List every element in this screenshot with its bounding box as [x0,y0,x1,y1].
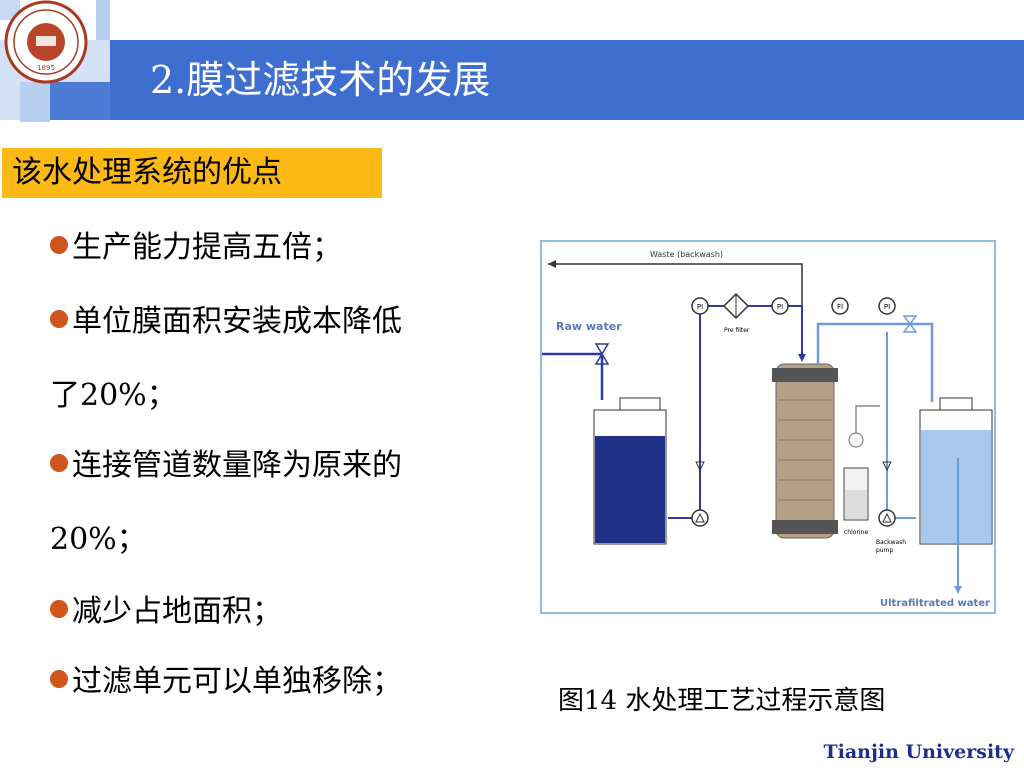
page-title: 2.膜过滤技术的发展 [150,58,491,102]
svg-text:pump: pump [876,547,893,554]
svg-text:PI: PI [884,303,890,311]
decor-square [20,82,50,122]
waste-label: Waste (backwash) [650,250,723,259]
bullet-dot-icon [50,670,68,688]
permeate-line [816,322,934,402]
list-item: 生产能力提高五倍； [50,222,342,266]
ultrafiltrated-water-label: Ultrafiltrated water [880,598,990,609]
valve-icon [902,315,918,333]
backwash-pump-icon [878,509,896,527]
raw-water-label: Raw water [556,320,622,333]
pressure-indicator-icon [878,297,896,315]
pump-icon [691,509,709,527]
bullet-dot-icon [50,236,68,254]
pre-filter-label: Pre filter [724,327,750,334]
bullet-continuation: 20%； [50,522,147,557]
membrane-module [775,363,835,539]
university-seal-logo: 1895 [4,0,88,84]
svg-text:PI: PI [697,303,703,311]
arrow-icon [548,260,556,268]
svg-text:PI: PI [777,303,783,311]
svg-text:FI: FI [837,303,843,311]
bullet-text: 过滤单元可以单独移除； [72,664,402,699]
process-diagram: Waste (backwash) Raw water PI PI Pre fil… [540,240,996,614]
figure-caption: 图14 水处理工艺过程示意图 [558,686,886,716]
section-subtitle: 该水处理系统的优点 [2,148,382,198]
bullet-text: 减少占地面积； [72,594,282,629]
bullet-dot-icon [50,454,68,472]
decor-square [96,0,110,40]
bullet-text: 连接管道数量降为原来的 [72,448,402,483]
list-item: 减少占地面积； [50,586,282,630]
bullet-text: 生产能力提高五倍； [72,230,342,265]
valve-icon [594,343,610,365]
bullet-dot-icon [50,310,68,328]
list-item: 单位膜面积安装成本降低 [50,296,402,340]
header-bar [110,40,1024,120]
chlorine-label: chlorine [844,529,868,536]
pressure-indicator-icon [771,297,789,315]
list-item: 连接管道数量降为原来的 [50,440,402,484]
header-accent [50,82,110,120]
flow-indicator-icon [831,297,849,315]
seal-year: 1895 [37,64,55,72]
dosing-pump-icon [848,432,864,448]
bullet-dot-icon [50,600,68,618]
bullet-text: 单位膜面积安装成本降低 [72,304,402,339]
pressure-indicator-icon [691,297,709,315]
bullet-continuation: 了20%； [50,378,177,413]
list-item: 过滤单元可以单独移除； [50,656,402,700]
backwash-pump-label: Backwash [876,539,906,546]
footer-institution: Tianjin University [823,741,1014,763]
